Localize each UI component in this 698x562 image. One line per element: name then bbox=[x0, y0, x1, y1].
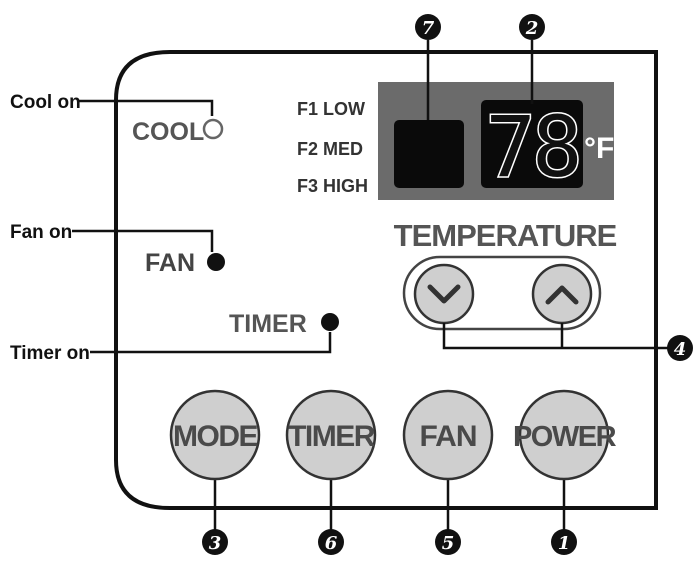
fan-speed-display bbox=[394, 120, 464, 188]
callout-5-badge bbox=[435, 529, 461, 555]
callout-2-badge bbox=[519, 14, 545, 40]
cool-indicator-label: COOL bbox=[132, 118, 204, 146]
callout-4-number: 4 bbox=[674, 339, 687, 360]
timer-leader-line bbox=[90, 332, 332, 354]
temperature-down-button[interactable] bbox=[413, 263, 475, 325]
cool-indicator-light bbox=[202, 118, 224, 140]
temperature-up-button-face[interactable] bbox=[531, 263, 593, 325]
temperature-unit: °F bbox=[584, 132, 614, 165]
fan-speed-med: F2 MED bbox=[297, 139, 363, 159]
timer-button[interactable]: TIMER bbox=[285, 389, 377, 481]
fan-on-label: Fan on bbox=[10, 222, 72, 243]
power-button[interactable]: POWER bbox=[513, 389, 618, 481]
left-leader-lines bbox=[72, 99, 332, 354]
timer-button-label: TIMER bbox=[288, 420, 376, 453]
callout-3-number: 3 bbox=[209, 533, 222, 554]
mode-button[interactable]: MODE bbox=[169, 389, 261, 481]
mode-button-face[interactable] bbox=[169, 389, 261, 481]
callout-6-badge bbox=[318, 529, 344, 555]
callout-3: 3 bbox=[202, 529, 228, 555]
callout-2: 2 bbox=[519, 14, 545, 40]
callout-7: 7 bbox=[415, 14, 441, 40]
timer-button-face[interactable] bbox=[285, 389, 377, 481]
callout-5: 5 bbox=[435, 529, 461, 555]
timer-indicator-light bbox=[321, 313, 339, 331]
callout-7-badge bbox=[415, 14, 441, 40]
callout-7-number: 7 bbox=[422, 18, 435, 39]
cool-on-label: Cool on bbox=[10, 92, 81, 113]
callout-2-number: 2 bbox=[525, 18, 539, 39]
temperature-down-button-face[interactable] bbox=[413, 263, 475, 325]
callout-1: 1 bbox=[551, 529, 577, 555]
callout-3-badge bbox=[202, 529, 228, 555]
timer-on-label: Timer on bbox=[10, 343, 90, 364]
fan-speed-high: F3 HIGH bbox=[297, 176, 368, 196]
chevron-up-icon bbox=[545, 285, 579, 305]
callout-4-leader bbox=[442, 323, 668, 350]
callout-6: 6 bbox=[318, 529, 344, 555]
fan-button-face[interactable] bbox=[402, 389, 494, 481]
fan-button-label: FAN bbox=[420, 420, 477, 453]
callout-4: 4 bbox=[667, 335, 693, 361]
timer-indicator-label: TIMER bbox=[229, 310, 307, 338]
cool-leader-line bbox=[78, 99, 214, 116]
callout-4-badge bbox=[667, 335, 693, 361]
mode-button-label: MODE bbox=[173, 420, 257, 453]
callout-1-badge bbox=[551, 529, 577, 555]
fan-button[interactable]: FAN bbox=[402, 389, 494, 481]
temperature-label: TEMPERATURE bbox=[394, 218, 617, 253]
fan-indicator-label: FAN bbox=[145, 249, 195, 277]
chevron-down-icon bbox=[427, 284, 461, 304]
callout-5-number: 5 bbox=[442, 533, 455, 554]
power-button-face[interactable] bbox=[518, 389, 610, 481]
temperature-value: 78 bbox=[485, 98, 578, 196]
callout-6-number: 6 bbox=[325, 533, 338, 554]
temperature-button-housing bbox=[402, 255, 602, 331]
temperature-up-button[interactable] bbox=[531, 263, 593, 325]
fan-leader-line bbox=[72, 229, 214, 252]
fan-speed-low: F1 LOW bbox=[297, 99, 365, 119]
temperature-display bbox=[481, 100, 583, 188]
fan-indicator-light bbox=[207, 253, 225, 271]
power-button-label: POWER bbox=[513, 421, 617, 453]
callout-1-number: 1 bbox=[558, 533, 571, 554]
